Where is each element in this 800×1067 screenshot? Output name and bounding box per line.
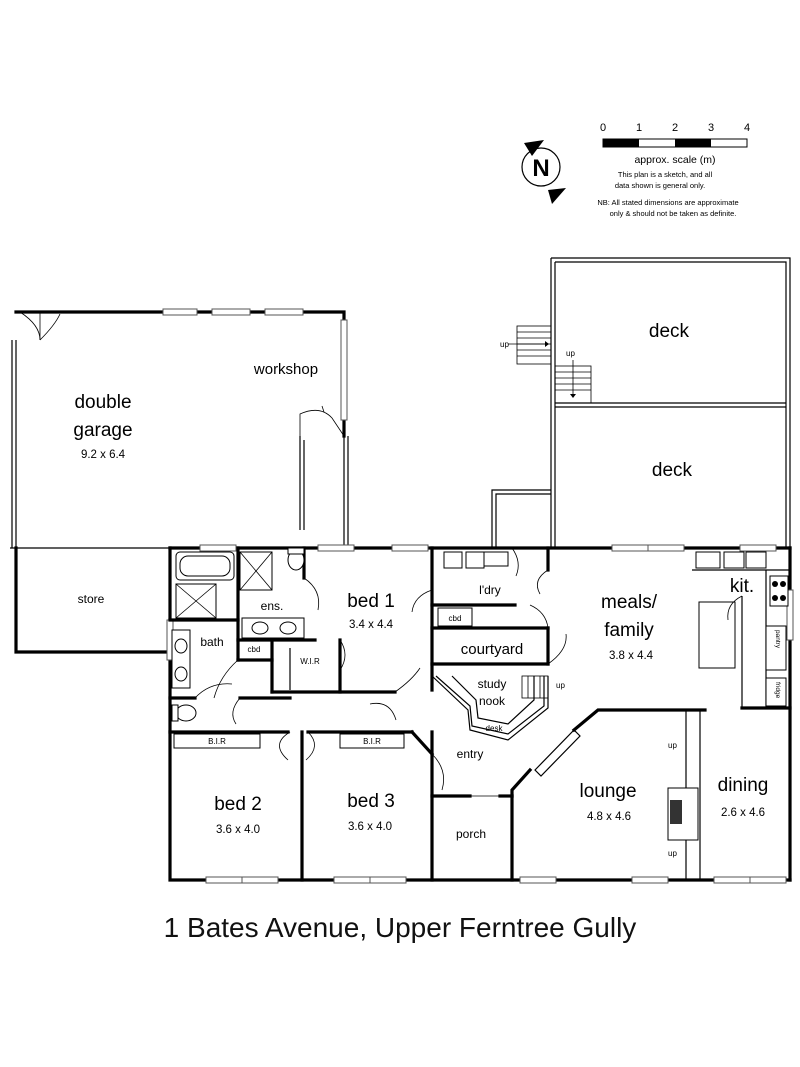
room-label-bed1: bed 1 <box>347 591 395 612</box>
compass-arrow-bottom <box>548 188 566 204</box>
garage-walls <box>10 308 349 654</box>
pantry <box>765 625 787 671</box>
room-label-double: double <box>74 392 131 413</box>
north-label: N <box>532 155 549 182</box>
room-dims-dining: 2.6 x 4.6 <box>721 807 765 819</box>
dishwasher <box>745 551 767 569</box>
room-label-wir: W.I.R <box>300 657 320 666</box>
room-dims-bed1: 3.4 x 4.4 <box>349 619 394 631</box>
robe-bed2 <box>173 733 261 749</box>
door-swings <box>194 547 743 797</box>
scale-note-3: NB: All stated dimensions are approximat… <box>597 198 738 207</box>
windows <box>166 544 794 884</box>
lounge-step <box>534 729 581 777</box>
scale-tick-4: 4 <box>744 122 750 134</box>
robe-bed3 <box>339 733 405 749</box>
scale-label: approx. scale (m) <box>634 154 715 166</box>
cooktop <box>769 575 789 607</box>
up-label-lounge-bottom: up <box>668 849 677 858</box>
room-label-store: store <box>78 592 105 606</box>
compass-circle <box>521 147 561 187</box>
room-label-bed2: bed 2 <box>214 794 262 815</box>
scale-tick-3: 3 <box>708 122 714 134</box>
room-dims-garage: 9.2 x 6.4 <box>81 449 126 461</box>
kitchen-island <box>698 601 736 669</box>
room-label-porch: porch <box>456 827 486 841</box>
room-dims-bed2: 3.6 x 4.0 <box>216 824 260 836</box>
robe-label-bed2: B.I.R <box>208 737 226 746</box>
scale-note-2: data shown is general only. <box>615 181 705 190</box>
room-dims-lounge: 4.8 x 4.6 <box>587 811 631 823</box>
compass: N <box>521 140 566 204</box>
up-label-deck-left: up <box>500 340 509 349</box>
room-label-ens: ens. <box>261 599 284 613</box>
scale-note-4: only & should not be taken as definite. <box>610 209 737 218</box>
room-label-nook: nook <box>479 694 506 708</box>
robe-label-bed3: B.I.R <box>363 737 381 746</box>
scale-tick-0: 0 <box>600 122 606 134</box>
up-label-study: up <box>556 681 565 690</box>
deck-structure <box>491 257 791 548</box>
room-dims-meals-family: 3.8 x 4.4 <box>609 650 654 662</box>
room-label-cbd-laundry: cbd <box>449 614 462 623</box>
scale-tick-1: 1 <box>636 122 642 134</box>
pantry-label: pantry <box>774 630 781 649</box>
room-dims-bed3: 3.6 x 4.0 <box>348 821 392 833</box>
room-label-garage: garage <box>73 420 132 441</box>
kitchen-sink-1 <box>695 551 721 569</box>
fridge-label: fridge <box>774 682 781 699</box>
room-label-cbd-ens: cbd <box>248 645 261 654</box>
scale-bar: 0 1 2 3 4 approx. scale (m) This plan is… <box>597 122 750 218</box>
room-label-courtyard: courtyard <box>461 641 524 658</box>
room-label-deck-lower: deck <box>652 460 693 481</box>
room-label-bath: bath <box>200 635 223 649</box>
room-label-study: study <box>478 677 507 691</box>
room-label-desk: desk <box>486 724 504 733</box>
scale-note-1: This plan is a sketch, and all <box>618 170 713 179</box>
property-address: 1 Bates Avenue, Upper Ferntree Gully <box>163 912 637 943</box>
room-label-bed3: bed 3 <box>347 791 395 812</box>
room-label-meals: meals/ <box>601 592 658 613</box>
scale-tick-2: 2 <box>672 122 678 134</box>
room-label-dining: dining <box>718 775 769 796</box>
kitchen-sink-2 <box>723 551 745 569</box>
toilet-bath <box>175 704 197 722</box>
room-label-laundry: l'dry <box>479 583 501 597</box>
room-label-entry: entry <box>457 747 484 761</box>
fixtures <box>171 547 790 841</box>
laundry-trough <box>443 551 463 569</box>
fridge <box>765 677 787 707</box>
washing-machine <box>465 551 485 569</box>
compass-arrow-top <box>524 140 544 156</box>
room-label-family: family <box>604 620 654 641</box>
room-label-workshop: workshop <box>253 361 318 378</box>
up-label-lounge-top: up <box>668 741 677 750</box>
up-label-deck-right: up <box>566 349 575 358</box>
room-label-deck-upper: deck <box>649 321 690 342</box>
room-label-lounge: lounge <box>579 781 636 802</box>
room-label-kitchen: kit. <box>730 576 754 597</box>
